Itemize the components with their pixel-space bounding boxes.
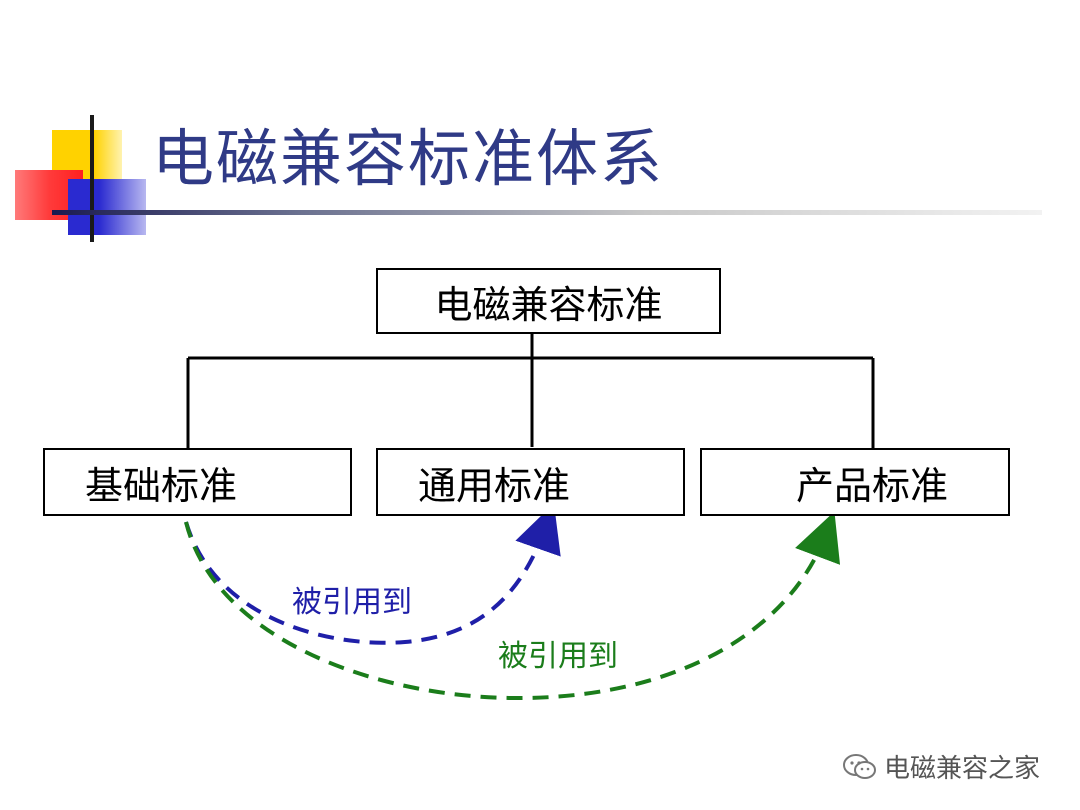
box-generic-standard: 通用标准 (376, 448, 685, 516)
box-basic-standard: 基础标准 (43, 448, 352, 516)
root-label: 电磁兼容标准 (434, 282, 663, 327)
page-title: 电磁兼容标准体系 (152, 122, 665, 195)
wechat-icon (843, 753, 876, 779)
box-product-standard: 产品标准 (700, 448, 1010, 516)
deco-vertical-line (90, 115, 94, 242)
deco-blue-square (68, 179, 146, 235)
arc-green (184, 511, 841, 701)
title-underline (52, 210, 1042, 215)
basic-standard-label: 基础标准 (85, 463, 238, 508)
product-standard-label: 产品标准 (796, 463, 949, 508)
arc-label-blue: 被引用到 (292, 585, 412, 620)
arc-label-green: 被引用到 (498, 639, 618, 674)
generic-standard-label: 通用标准 (418, 463, 571, 508)
watermark: 电磁兼容之家 (842, 748, 1040, 785)
title-decoration (0, 115, 160, 245)
arc-blue (184, 503, 561, 645)
watermark-text: 电磁兼容之家 (884, 754, 1041, 784)
root-box: 电磁兼容标准 (376, 268, 721, 334)
